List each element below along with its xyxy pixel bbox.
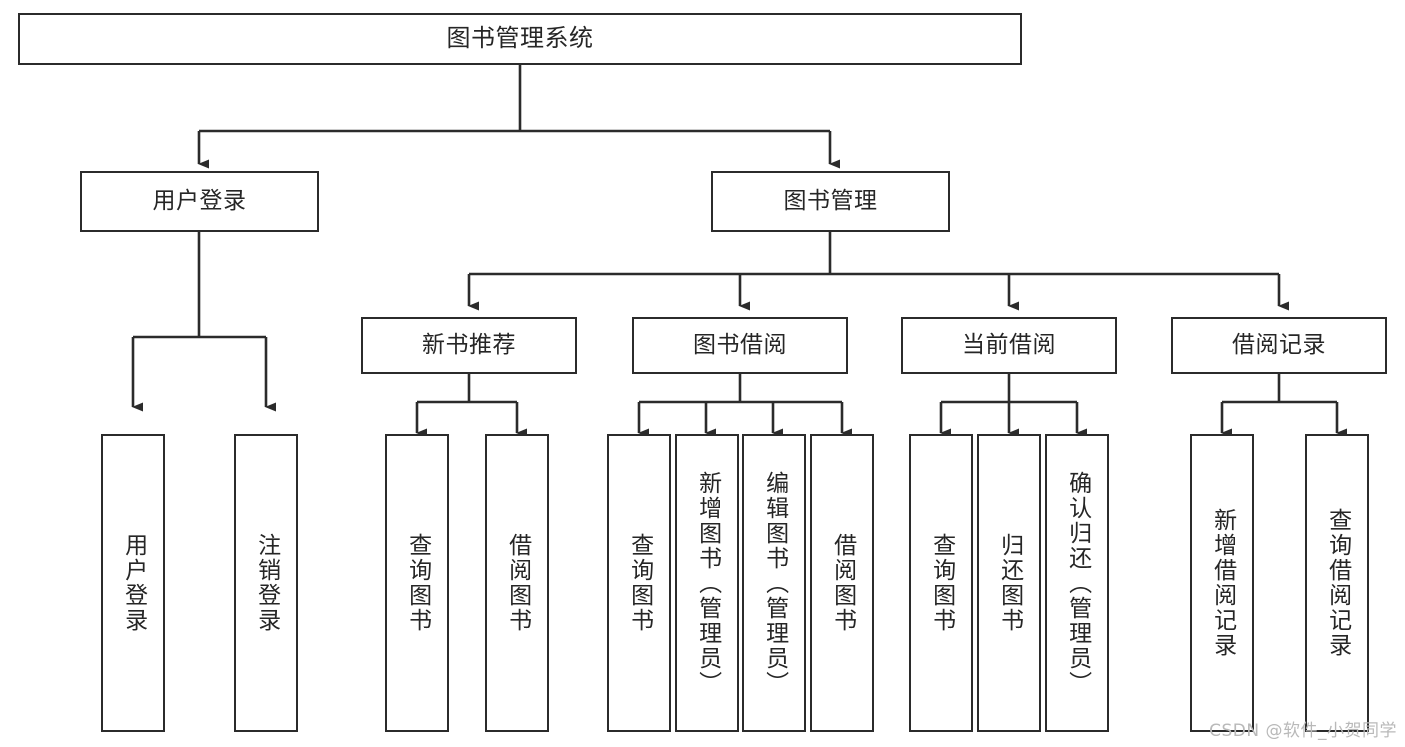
node-label: 借阅图书 <box>829 533 856 633</box>
node-label: 借阅图书 <box>504 533 531 633</box>
node-label: 查询图书 <box>928 533 955 633</box>
node-label: 编辑图书（管理员） <box>761 470 788 696</box>
node-user-login[interactable]: 用户登录 <box>80 171 319 232</box>
node-label: 新书推荐 <box>422 332 516 359</box>
leaf-query-book-3[interactable]: 查询图书 <box>909 434 973 732</box>
leaf-return-book[interactable]: 归还图书 <box>977 434 1041 732</box>
leaf-user-login[interactable]: 用户登录 <box>101 434 165 732</box>
node-book-borrow[interactable]: 图书借阅 <box>632 317 848 374</box>
leaf-query-borrow-record[interactable]: 查询借阅记录 <box>1305 434 1369 732</box>
node-label: 当前借阅 <box>962 332 1056 359</box>
leaf-borrow-book-2[interactable]: 借阅图书 <box>810 434 874 732</box>
leaf-borrow-book-1[interactable]: 借阅图书 <box>485 434 549 732</box>
node-current-borrow[interactable]: 当前借阅 <box>901 317 1117 374</box>
node-new-book-recommend[interactable]: 新书推荐 <box>361 317 577 374</box>
node-borrow-record[interactable]: 借阅记录 <box>1171 317 1387 374</box>
node-label: 图书管理系统 <box>446 24 594 53</box>
leaf-add-borrow-record[interactable]: 新增借阅记录 <box>1190 434 1254 732</box>
node-label: 图书管理 <box>783 188 878 215</box>
node-label: 归还图书 <box>996 533 1023 633</box>
node-label: 用户登录 <box>120 533 147 633</box>
node-label: 借阅记录 <box>1232 332 1326 359</box>
node-label: 用户登录 <box>152 188 247 215</box>
csdn-watermark: CSDN @软件_小贺同学 <box>1209 721 1397 741</box>
leaf-query-book-2[interactable]: 查询图书 <box>607 434 671 732</box>
node-label: 图书借阅 <box>693 332 787 359</box>
leaf-edit-book-admin[interactable]: 编辑图书（管理员） <box>742 434 806 732</box>
node-label: 查询借阅记录 <box>1324 508 1351 658</box>
leaf-confirm-return-admin[interactable]: 确认归还（管理员） <box>1045 434 1109 732</box>
node-label: 新增借阅记录 <box>1209 508 1236 658</box>
node-root-system[interactable]: 图书管理系统 <box>18 13 1022 65</box>
node-label: 查询图书 <box>626 533 653 633</box>
leaf-query-book-1[interactable]: 查询图书 <box>385 434 449 732</box>
node-label: 确认归还（管理员） <box>1064 470 1091 696</box>
node-label: 查询图书 <box>404 533 431 633</box>
leaf-add-book-admin[interactable]: 新增图书（管理员） <box>675 434 739 732</box>
node-label: 注销登录 <box>253 533 280 633</box>
node-label: 新增图书（管理员） <box>694 470 721 696</box>
leaf-logout[interactable]: 注销登录 <box>234 434 298 732</box>
node-book-management[interactable]: 图书管理 <box>711 171 950 232</box>
